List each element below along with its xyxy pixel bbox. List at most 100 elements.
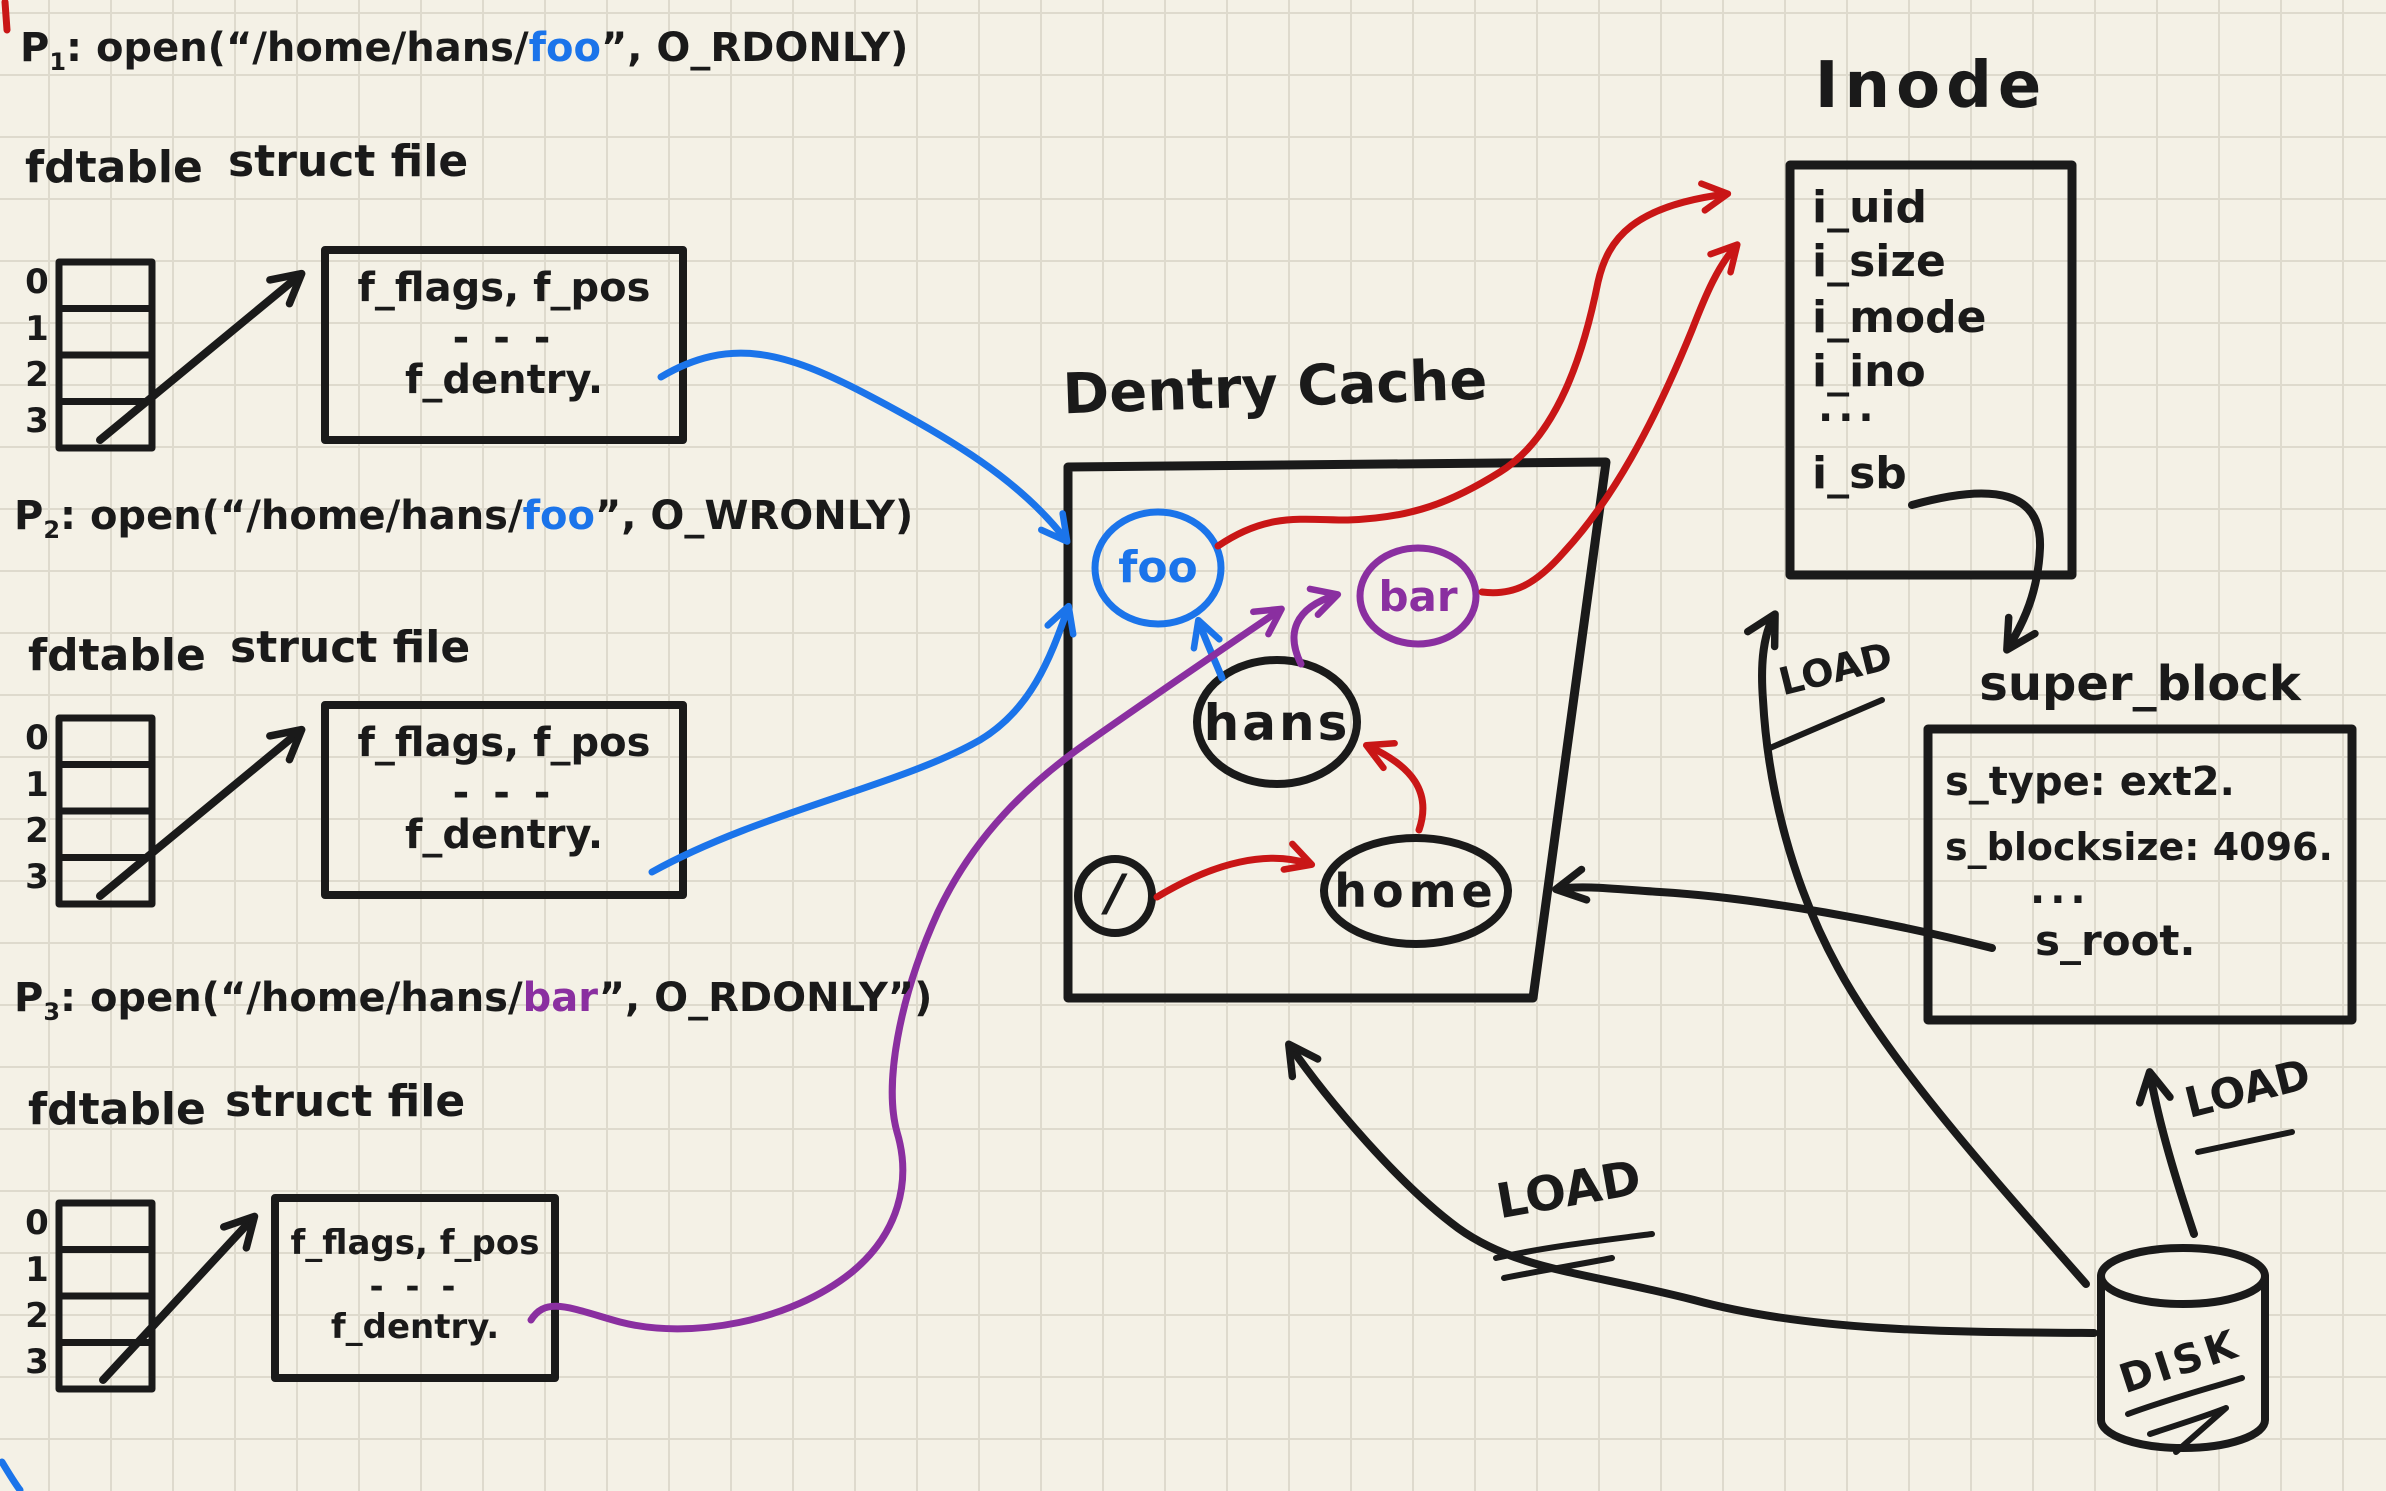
dentry-node-home-label: home <box>1334 864 1498 918</box>
p1-file-arg: foo <box>528 25 601 71</box>
fd1-row-1: 1 <box>25 309 49 349</box>
arrow-load-disk-to-superblock <box>2135 1068 2198 1238</box>
fd2-row-1: 1 <box>25 765 49 805</box>
fd3-row-2: 2 <box>25 1296 49 1336</box>
fd2-row-0: 0 <box>25 718 49 758</box>
arrow-fd3-to-file3 <box>99 1212 259 1384</box>
file1-flags-pos: f_flags, f_pos <box>357 265 651 311</box>
fdtable1-row-lines <box>55 305 156 405</box>
file2-dots: - - - <box>452 770 556 816</box>
inode-title: Inode <box>1814 49 2048 123</box>
dentry-node-bar-circle <box>1356 544 1480 648</box>
super-block-title: super_block <box>1979 656 2301 712</box>
p3-open-call: P3: open(“/home/hans/bar”, O_RDONLY”) <box>14 978 932 1024</box>
load-inode-underline <box>1767 697 1885 751</box>
file3-fdentry: f_dentry. <box>330 1307 500 1347</box>
p2-structfile-heading: struct file <box>230 622 471 673</box>
file1-fdentry: f_dentry. <box>404 357 604 403</box>
struct-file3-box <box>271 1194 559 1382</box>
inode-field-isb: i_sb <box>1812 448 1907 499</box>
p1-fdtable-heading: fdtable <box>25 142 203 193</box>
arrow-fd1-to-file1 <box>96 269 306 444</box>
inode-field-iuid: i_uid <box>1812 182 1927 233</box>
super-block-box <box>1923 724 2357 1025</box>
p1-name: P <box>20 25 50 71</box>
superblock-sblocksize: s_blocksize: 4096. <box>1945 825 2333 869</box>
p2-fdtable-heading: fdtable <box>28 630 206 681</box>
arrow-hans-to-bar <box>1290 585 1342 668</box>
p1-call-prefix: : open(“/home/hans/ <box>66 25 529 71</box>
p3-file-arg: bar <box>522 975 599 1021</box>
dentry-node-hans-label: hans <box>1203 694 1351 752</box>
fd3-row-0: 0 <box>25 1203 49 1243</box>
dentry-node-bar-label: bar <box>1378 572 1458 621</box>
arrow-foo-to-inode <box>1214 180 1732 550</box>
p2-open-call: P2: open(“/home/hans/foo”, O_WRONLY) <box>14 496 913 542</box>
disk-cylinder-top <box>2097 1244 2269 1308</box>
fdtable2-row-lines <box>55 761 156 861</box>
fdtable3-row-lines <box>55 1246 156 1346</box>
load-dentry-underline <box>1493 1231 1655 1281</box>
stray-blue-stroke <box>0 1458 24 1491</box>
load-superblock-underline <box>2195 1129 2295 1155</box>
fd3-row-3: 3 <box>25 1342 49 1382</box>
fd2-row-2: 2 <box>25 811 49 851</box>
p3-call-suffix: ”, O_RDONLY”) <box>598 975 933 1021</box>
p1-subscript: 1 <box>49 48 67 76</box>
p2-name: P <box>14 493 44 539</box>
p3-subscript: 3 <box>43 998 61 1026</box>
arrow-load-disk-to-dentry <box>1285 1040 2098 1337</box>
arrow-fd2-to-file2 <box>96 725 306 900</box>
p3-structfile-heading: struct file <box>225 1076 466 1127</box>
fd1-row-0: 0 <box>25 262 49 302</box>
inode-dots: ··· <box>1818 395 1879 441</box>
arrow-home-to-hans <box>1362 740 1427 834</box>
p1-structfile-heading: struct file <box>228 136 469 187</box>
inode-box <box>1785 160 2077 580</box>
dentry-node-hans-circle <box>1193 656 1361 788</box>
file3-flags-pos: f_flags, f_pos <box>290 1223 540 1263</box>
arrow-file1-fdentry-to-foo <box>657 349 1071 545</box>
p1-open-call: P1: open(“/home/hans/foo”, O_RDONLY) <box>20 28 908 74</box>
dentry-cache-box <box>1063 457 1611 1003</box>
p3-name: P <box>14 975 44 1021</box>
p2-file-arg: foo <box>522 493 595 539</box>
dentry-node-foo-label: foo <box>1118 542 1198 593</box>
inode-field-isize: i_size <box>1812 236 1946 287</box>
dentry-node-foo-circle <box>1091 508 1225 628</box>
superblock-stype: s_type: ext2. <box>1945 759 2235 805</box>
p1-call-suffix: ”, O_RDONLY) <box>600 25 909 71</box>
file2-flags-pos: f_flags, f_pos <box>357 720 651 766</box>
superblock-sroot: s_root. <box>2035 916 2196 965</box>
dentry-cache-title: Dentry Cache <box>1061 347 1489 428</box>
file1-dots: - - - <box>452 315 556 361</box>
fd1-row-2: 2 <box>25 355 49 395</box>
arrow-bar-to-inode <box>1478 241 1741 597</box>
struct-file1-box <box>321 246 687 444</box>
stray-red-stroke <box>1 0 11 34</box>
fd3-row-1: 1 <box>25 1250 49 1290</box>
p3-call-prefix: : open(“/home/hans/ <box>60 975 523 1021</box>
dentry-node-root-label: / <box>1105 864 1125 922</box>
disk-label-underline <box>2125 1375 2245 1455</box>
arrow-file2-fdentry-to-foo <box>648 602 1077 876</box>
fd2-row-3: 3 <box>25 857 49 897</box>
arrow-isb-to-superblock <box>1908 489 2045 654</box>
arrow-file3-fdentry-to-bar <box>527 605 1285 1333</box>
superblock-dots: ··· <box>2030 877 2091 923</box>
fd1-row-3: 3 <box>25 401 49 441</box>
p2-subscript: 2 <box>43 516 61 544</box>
p2-call-prefix: : open(“/home/hans/ <box>60 493 523 539</box>
arrow-root-to-home <box>1153 840 1316 901</box>
file3-dots: - - - <box>369 1267 461 1307</box>
arrow-sroot-to-home <box>1552 865 1996 952</box>
inode-field-iino: i_ino <box>1812 346 1926 397</box>
file2-fdentry: f_dentry. <box>404 812 604 858</box>
inode-field-imode: i_mode <box>1812 292 1987 343</box>
p3-fdtable-heading: fdtable <box>28 1084 206 1135</box>
p2-call-suffix: ”, O_WRONLY) <box>594 493 914 539</box>
dentry-node-home-circle <box>1320 834 1512 948</box>
arrow-hans-to-foo <box>1190 616 1226 682</box>
